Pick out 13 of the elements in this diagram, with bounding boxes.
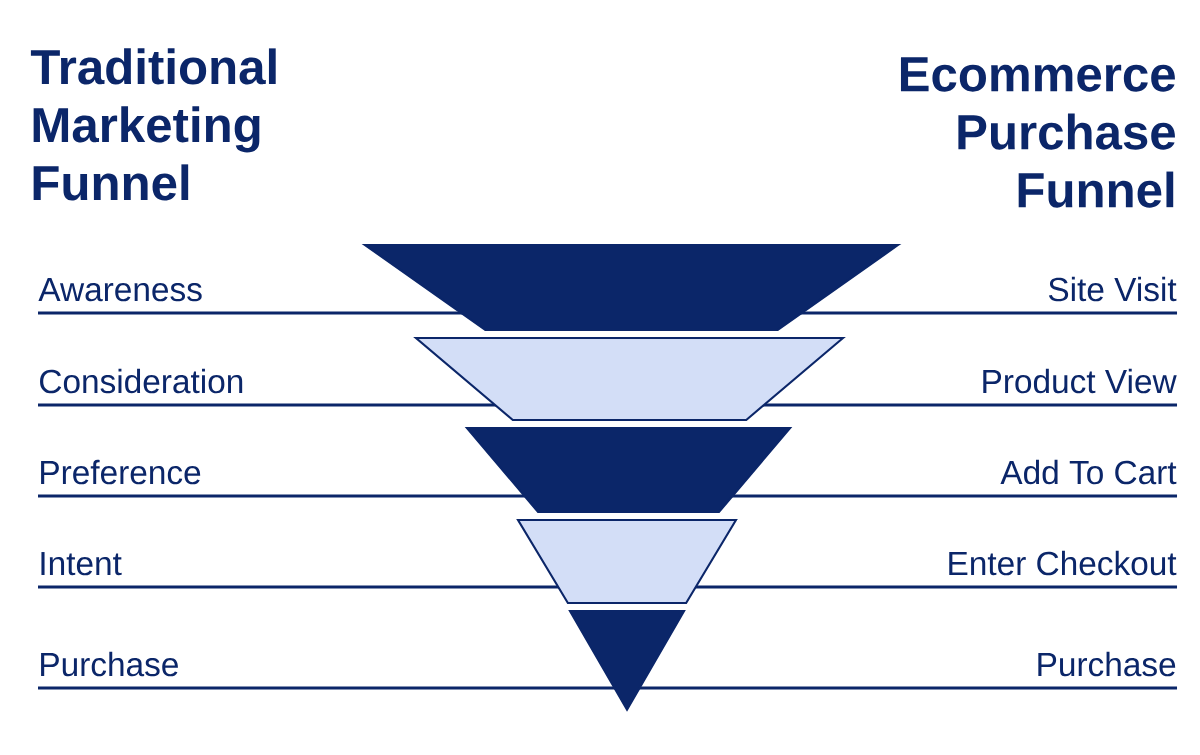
stage-label: Site Visit <box>1048 276 1177 302</box>
heading: Traditional Marketing Funnel <box>30 48 276 201</box>
stage-label: Product View <box>983 368 1177 394</box>
funnel-segment <box>516 518 738 605</box>
stage-label: Awareness <box>38 278 202 302</box>
stage-label: Add To Cart <box>1000 459 1177 485</box>
heading: Ecommerce Purchase Funnel <box>900 57 1175 208</box>
stage-label: Intent <box>41 552 122 576</box>
stage-label: Purchase <box>1038 651 1176 677</box>
stage-label: Purchase <box>41 651 178 677</box>
stage-label: Enter Checkout <box>949 550 1177 576</box>
stage-label: Consideration <box>40 368 243 394</box>
stage-label: Preference <box>41 459 201 485</box>
